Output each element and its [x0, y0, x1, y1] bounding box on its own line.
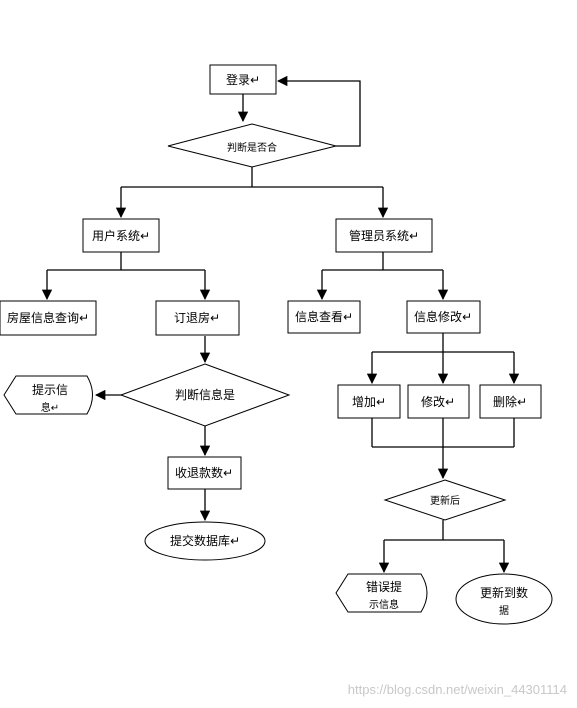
- node-check-login: 判断是否合: [167, 123, 337, 168]
- node-add-label: 增加↵: [352, 395, 386, 409]
- node-judge-update-label: 更新后: [430, 494, 460, 507]
- node-modify: 修改↵: [407, 384, 470, 419]
- node-error-line2: 示信息: [369, 598, 399, 611]
- node-admin-system: 管理员系统↵: [335, 218, 433, 253]
- node-house-query: 房屋信息查询↵: [0, 300, 97, 336]
- node-add: 增加↵: [337, 384, 401, 419]
- node-error: 错误提 示信息: [335, 573, 428, 613]
- node-user-system-label: 用户系统↵: [92, 228, 150, 243]
- node-hint-line1: 提示信: [32, 382, 68, 397]
- connectors: [41, 75, 520, 574]
- node-update: [455, 573, 553, 625]
- node-admin-system-label: 管理员系统↵: [349, 228, 419, 243]
- node-info-modify: 信息修改↵: [406, 300, 481, 334]
- watermark-text: https://blog.csdn.net/weixin_44301114: [348, 682, 567, 697]
- node-info-view: 信息查看↵: [287, 300, 361, 334]
- node-judge-info-label: 判断信息是: [175, 387, 235, 402]
- node-collect-fee-label: 收退款数↵: [175, 465, 233, 480]
- node-error-line1: 错误提: [366, 579, 402, 594]
- node-modify-label: 修改↵: [421, 394, 455, 409]
- node-update-line1: 更新到数: [480, 585, 528, 600]
- node-collect-fee: 收退款数↵: [167, 456, 242, 490]
- node-submit-db: [144, 521, 266, 561]
- node-submit-db-label: 提交数据库↵: [170, 533, 240, 548]
- node-book-room-label: 订退房↵: [174, 310, 220, 325]
- node-hint: 提示信 息↵: [3, 375, 93, 415]
- node-login: 登录↵: [209, 64, 277, 95]
- node-info-modify-label: 信息修改↵: [414, 309, 472, 324]
- node-book-room: 订退房↵: [155, 300, 240, 336]
- node-judge-info: 判断信息是: [119, 363, 291, 427]
- node-delete: 删除↵: [479, 384, 542, 419]
- node-login-label: 登录↵: [226, 72, 260, 87]
- node-judge-update: 更新后: [383, 479, 507, 521]
- node-update-line2: 据: [499, 604, 509, 617]
- node-delete-label: 删除↵: [493, 394, 527, 409]
- node-hint-line2: 息↵: [41, 401, 59, 414]
- node-house-query-label: 房屋信息查询↵: [7, 310, 89, 325]
- node-info-view-label: 信息查看↵: [295, 309, 353, 324]
- node-user-system: 用户系统↵: [82, 218, 160, 253]
- node-check-login-label: 判断是否合: [227, 141, 277, 154]
